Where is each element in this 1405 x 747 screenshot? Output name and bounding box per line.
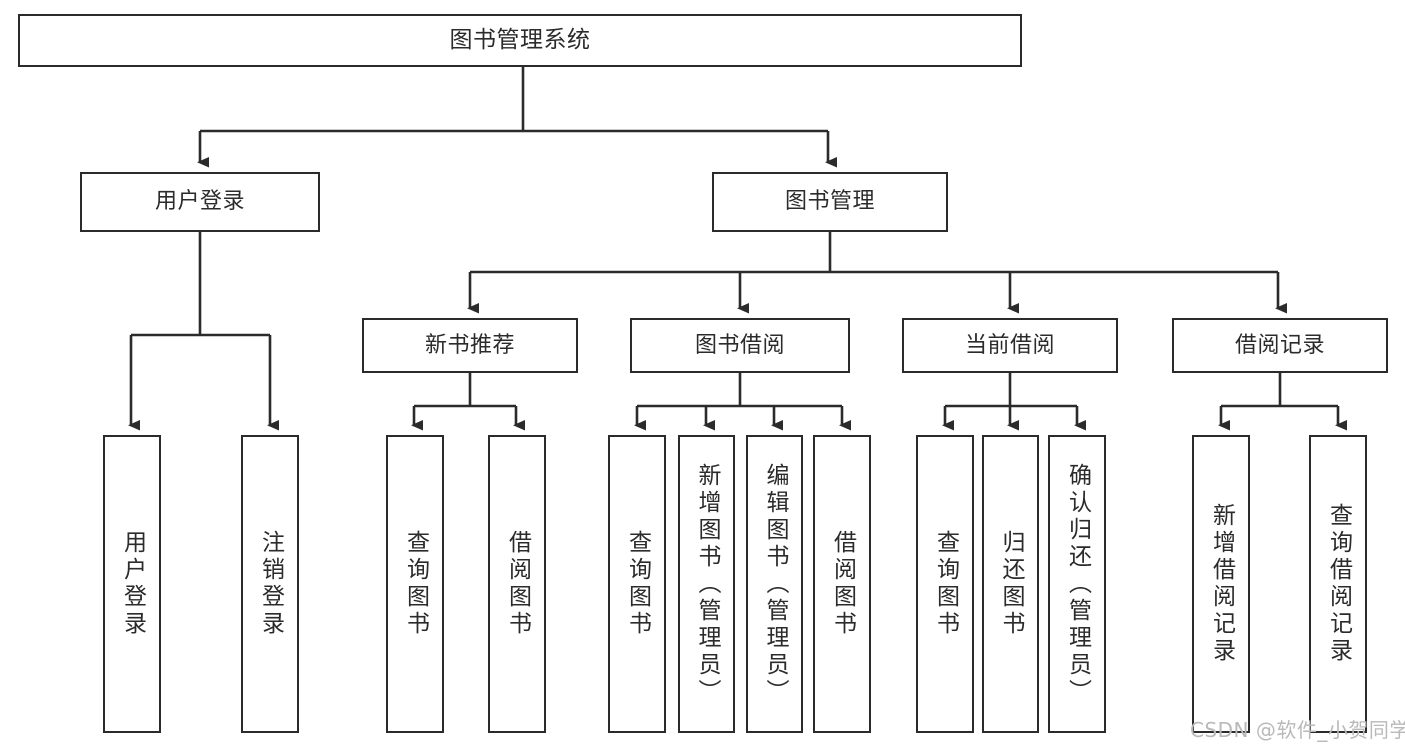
leaf-add-borrow-record[interactable]: 新增借阅记录 [1192,435,1250,733]
node-label: 新增图书（管理员） [694,462,720,706]
leaf-edit-book-admin[interactable]: 编辑图书（管理员） [746,435,803,733]
leaf-borrow-book-recommend[interactable]: 借阅图书 [488,435,546,733]
leaf-query-book-recommend[interactable]: 查询图书 [386,435,444,733]
node-label: 查询借阅记录 [1325,503,1352,665]
node-label: 图书借阅 [694,332,785,358]
node-label: 用户登录 [119,530,146,638]
leaf-borrow-book[interactable]: 借阅图书 [813,435,871,733]
node-book-management[interactable]: 图书管理 [712,172,948,232]
node-label: 注销登录 [257,530,284,638]
node-user-login[interactable]: 用户登录 [80,172,320,232]
node-label: 用户登录 [154,189,245,215]
leaf-return-book[interactable]: 归还图书 [982,435,1039,733]
node-borrow-record[interactable]: 借阅记录 [1172,318,1388,373]
node-label: 新书推荐 [424,332,515,358]
node-label: 图书管理系统 [449,27,591,54]
node-label: 图书管理 [784,189,875,215]
node-root-book-management-system[interactable]: 图书管理系统 [18,14,1022,67]
node-label: 归还图书 [998,530,1024,638]
node-label: 查询图书 [932,530,959,638]
csdn-watermark: CSDN @软件_小贺同学 [1190,718,1405,742]
node-book-borrow[interactable]: 图书借阅 [630,318,850,373]
leaf-query-borrow-record[interactable]: 查询借阅记录 [1309,435,1367,733]
leaf-user-logout[interactable]: 注销登录 [241,435,299,733]
node-label: 查询图书 [624,530,651,638]
node-new-book-recommend[interactable]: 新书推荐 [362,318,578,373]
node-label: 借阅图书 [829,530,856,638]
node-label: 当前借阅 [964,332,1055,358]
leaf-query-book-borrow[interactable]: 查询图书 [608,435,666,733]
node-label: 借阅图书 [504,530,531,638]
node-current-borrow[interactable]: 当前借阅 [902,318,1118,373]
leaf-confirm-return-admin[interactable]: 确认归还（管理员） [1048,435,1106,733]
node-label: 借阅记录 [1234,332,1325,358]
leaf-query-book-current[interactable]: 查询图书 [916,435,974,733]
leaf-user-login[interactable]: 用户登录 [103,435,161,733]
leaf-add-book-admin[interactable]: 新增图书（管理员） [678,435,735,733]
node-label: 编辑图书（管理员） [762,462,788,706]
node-label: 确认归还（管理员） [1064,462,1091,706]
node-label: 新增借阅记录 [1208,503,1235,665]
node-label: 查询图书 [402,530,429,638]
